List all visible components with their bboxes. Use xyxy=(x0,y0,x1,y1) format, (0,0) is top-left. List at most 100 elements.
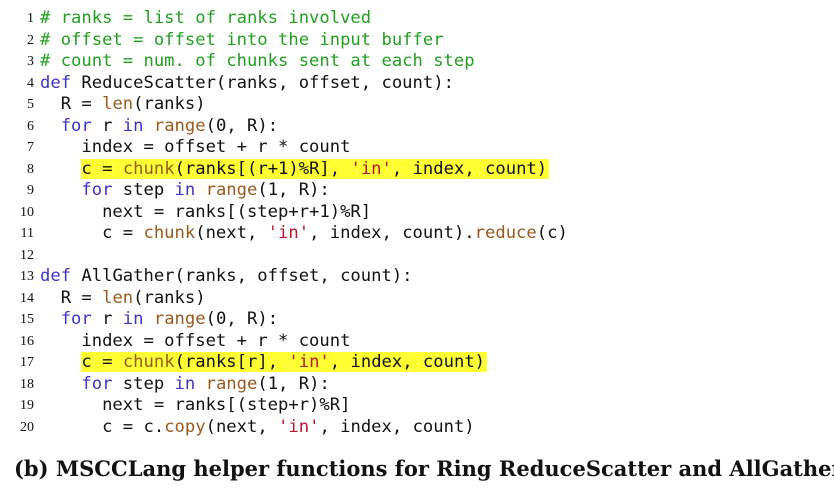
code-token-plain xyxy=(195,180,205,200)
code-token-plain: (next, xyxy=(195,223,268,243)
line-number: 9 xyxy=(27,183,34,198)
code-line: 4 def ReduceScatter(ranks, offset, count)… xyxy=(0,73,834,95)
code-token-builtin: chunk xyxy=(143,223,196,243)
code-token-comment: # offset = offset into the input buffer xyxy=(40,29,444,50)
figure-caption: (b) MSCCLang helper functions for Ring R… xyxy=(14,456,834,481)
code-token-plain: , index, count) xyxy=(391,158,548,179)
line-number: 8 xyxy=(27,161,34,177)
line-number: 5 xyxy=(27,97,34,112)
line-number: 12 xyxy=(20,247,34,263)
code-line: 14 R = len(ranks) xyxy=(0,288,834,310)
code-token-plain: (ranks) xyxy=(133,287,206,308)
code-line: 2# offset = offset into the input buffer xyxy=(0,30,834,52)
code-text: next = ranks[(step+r+1)%R] xyxy=(40,202,371,224)
code-token-plain: r xyxy=(91,309,123,329)
code-token-comment: # ranks = list of ranks involved xyxy=(40,8,372,28)
code-token-plain: next = ranks[(step+r+1)%R] xyxy=(40,201,372,222)
code-text: index = offset + r * count xyxy=(40,331,350,353)
code-line: 12 xyxy=(0,245,834,267)
code-token-plain xyxy=(40,116,61,136)
code-token-plain: c = xyxy=(81,352,123,372)
code-text: # offset = offset into the input buffer xyxy=(40,30,444,52)
code-line: 5 R = len(ranks) xyxy=(0,94,834,116)
code-text: c = c.copy(next, 'in', index, count) xyxy=(40,417,475,439)
code-token-keyword: in xyxy=(122,115,144,136)
code-token-builtin: range xyxy=(205,373,258,394)
line-number: 20 xyxy=(20,419,34,435)
code-text: def AllGather(ranks, offset, count): xyxy=(40,266,413,288)
code-line: 9 for step in range(1, R): xyxy=(0,180,834,202)
line-number: 1 xyxy=(27,11,34,26)
code-token-plain: , index, count) xyxy=(329,352,486,372)
line-number: 14 xyxy=(20,290,34,306)
line-number: 4 xyxy=(27,75,34,91)
code-token-keyword: for xyxy=(81,180,113,200)
code-text: # ranks = list of ranks involved xyxy=(40,8,371,30)
code-line: 16 index = offset + r * count xyxy=(0,331,834,353)
code-text: c = chunk(ranks[r], 'in', index, count) xyxy=(40,352,488,374)
code-token-plain: , index, count) xyxy=(319,416,475,437)
line-number: 10 xyxy=(20,204,34,220)
code-token-string: 'in' xyxy=(278,416,320,437)
code-text: c = chunk(ranks[(r+1)%R], 'in', index, c… xyxy=(40,158,550,181)
code-token-plain: step xyxy=(112,180,175,200)
code-token-keyword: for xyxy=(60,309,92,329)
code-token-builtin: range xyxy=(153,309,206,329)
line-number: 17 xyxy=(20,355,34,370)
code-line: 6 for r in range(0, R): xyxy=(0,116,834,138)
code-token-plain: (1, R): xyxy=(257,373,330,394)
code-text: next = ranks[(step+r)%R] xyxy=(40,395,350,417)
code-token-plain: R = xyxy=(40,94,103,114)
code-line: 19 next = ranks[(step+r)%R] xyxy=(0,395,834,417)
code-token-string: 'in' xyxy=(350,158,392,179)
code-token-builtin: len xyxy=(102,94,134,114)
code-token-plain: c = xyxy=(81,158,123,179)
code-line: 11 c = chunk(next, 'in', index, count).r… xyxy=(0,223,834,245)
code-token-builtin: range xyxy=(205,180,258,200)
code-line: 7 index = offset + r * count xyxy=(0,137,834,159)
highlighted-statement: c = chunk(ranks[(r+1)%R], 'in', index, c… xyxy=(81,158,550,179)
code-token-comment: # count = num. of chunks sent at each st… xyxy=(40,51,475,71)
code-token-method: reduce xyxy=(474,223,537,243)
code-token-builtin: chunk xyxy=(122,158,175,179)
line-number: 19 xyxy=(20,398,34,413)
line-number: 13 xyxy=(20,269,34,284)
code-token-plain xyxy=(40,180,81,200)
code-token-string: 'in' xyxy=(288,352,330,372)
highlighted-statement: c = chunk(ranks[r], 'in', index, count) xyxy=(81,352,488,372)
code-line: 15 for r in range(0, R): xyxy=(0,309,834,331)
line-number: 3 xyxy=(27,54,34,69)
code-token-plain xyxy=(40,309,61,329)
code-token-builtin: range xyxy=(153,115,206,136)
code-line: 1 # ranks = list of ranks involved xyxy=(0,8,834,30)
line-number: 11 xyxy=(20,226,34,241)
code-text: R = len(ranks) xyxy=(40,288,206,310)
code-token-keyword: in xyxy=(122,309,144,329)
line-number: 7 xyxy=(27,140,34,155)
code-token-plain: (0, R): xyxy=(205,309,279,329)
code-token-plain: step xyxy=(112,373,175,394)
code-text: def ReduceScatter(ranks, offset, count): xyxy=(40,73,454,95)
code-token-plain: next = ranks[(step+r)%R] xyxy=(40,395,351,415)
code-token-plain: AllGather(ranks, offset, count): xyxy=(71,266,413,286)
code-token-string: 'in' xyxy=(267,223,310,243)
line-number: 16 xyxy=(20,333,34,349)
code-token-plain xyxy=(40,374,81,394)
code-indent xyxy=(40,352,81,372)
code-token-plain xyxy=(144,116,154,136)
code-token-method: copy xyxy=(164,416,206,437)
code-text: c = chunk(next, 'in', index, count).redu… xyxy=(40,223,568,245)
code-line: 3 # count = num. of chunks sent at each s… xyxy=(0,51,834,73)
code-token-plain: c = xyxy=(40,223,144,243)
code-token-keyword: for xyxy=(60,115,92,136)
code-token-plain: ReduceScatter(ranks, offset, count): xyxy=(71,72,454,93)
code-token-plain: index = offset + r * count xyxy=(40,137,351,157)
code-line: 18 for step in range(1, R): xyxy=(0,374,834,396)
code-text: for step in range(1, R): xyxy=(40,180,329,202)
code-token-builtin: chunk xyxy=(122,352,175,372)
code-line: 17 c = chunk(ranks[r], 'in', index, coun… xyxy=(0,352,834,374)
code-token-keyword: for xyxy=(81,373,113,394)
code-text: for r in range(0, R): xyxy=(40,116,278,138)
code-line: 10 next = ranks[(step+r+1)%R] xyxy=(0,202,834,224)
